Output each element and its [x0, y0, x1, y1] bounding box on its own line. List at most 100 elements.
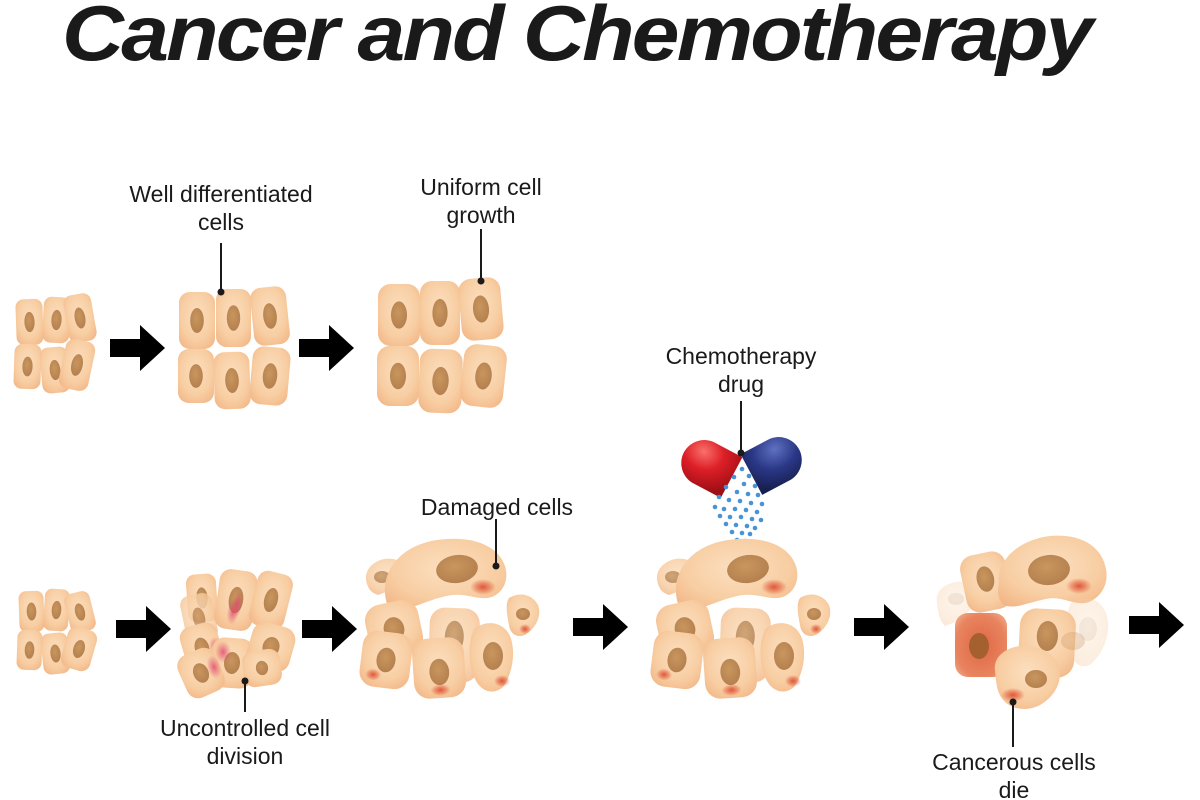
- cell-nucleus: [472, 295, 490, 323]
- label-pointer: [241, 677, 249, 712]
- cell-cluster-well-differentiated: [178, 286, 291, 410]
- cell: [13, 343, 42, 390]
- cell: [377, 346, 419, 406]
- damage-spot: [494, 675, 510, 687]
- cell-nucleus: [483, 642, 503, 670]
- cell: [249, 346, 291, 406]
- cell: [58, 339, 96, 391]
- damage-spot: [656, 668, 673, 681]
- cell-nucleus: [50, 644, 61, 663]
- cell: [760, 623, 805, 692]
- cell-nucleus: [255, 660, 269, 676]
- cell: [703, 637, 757, 699]
- cell-nucleus: [665, 571, 681, 583]
- cell-nucleus: [263, 303, 277, 329]
- arrow-right-icon: [573, 604, 628, 650]
- cell: [675, 538, 798, 611]
- cell: [16, 629, 43, 671]
- cell-nucleus: [72, 640, 86, 658]
- damage-spot: [785, 675, 801, 687]
- cell-nucleus: [74, 603, 86, 621]
- cell-cluster-damaged: [359, 538, 540, 699]
- cell: [42, 296, 71, 344]
- cell: [650, 630, 704, 690]
- label-uncontrolled-cell-division: Uncontrolled cell division: [159, 715, 331, 770]
- label-cancerous-cells-die: Cancerous cells die: [932, 749, 1096, 800]
- cell-nucleus: [807, 608, 821, 620]
- cell: [178, 349, 214, 403]
- cell-nucleus: [24, 311, 35, 333]
- damage-spot: [519, 624, 531, 634]
- cell-nucleus: [390, 362, 406, 390]
- cell-nucleus: [51, 600, 62, 620]
- cell: [378, 284, 420, 346]
- cell-nucleus: [516, 608, 530, 620]
- cell-nucleus: [225, 368, 239, 393]
- cell-nucleus: [432, 298, 448, 328]
- normal-cells-row: [13, 229, 507, 414]
- cell-nucleus: [49, 359, 61, 381]
- cell-nucleus: [192, 663, 210, 683]
- damage-spot: [470, 579, 496, 595]
- capsule-half-red: [681, 440, 743, 498]
- cell-nucleus: [51, 309, 62, 331]
- cell-nucleus: [1079, 617, 1097, 641]
- cell-nucleus: [1036, 621, 1058, 651]
- cell: [242, 648, 282, 688]
- cell-nucleus: [226, 305, 241, 331]
- arrow-right-icon: [854, 604, 909, 650]
- damage-spot: [215, 641, 231, 663]
- arrow-right-icon: [1129, 602, 1184, 648]
- damage-spot: [1001, 688, 1025, 702]
- damage-spot: [430, 683, 451, 696]
- cell-nucleus: [189, 364, 203, 388]
- cell-cluster-normal-small: [13, 293, 97, 394]
- cell: [64, 591, 96, 633]
- cell-nucleus-ghost: [1061, 632, 1085, 650]
- page-title: Cancer and Chemotherapy: [62, 0, 1093, 77]
- cell-nucleus: [26, 602, 37, 621]
- label-damaged-cells: Damaged cells: [420, 494, 574, 520]
- cell-nucleus: [727, 554, 769, 584]
- cell: [797, 594, 831, 636]
- cell: [250, 286, 290, 346]
- cell-cluster-uncontrolled-division: [177, 569, 296, 699]
- label-uniform-cell-growth: Uniform cell growth: [420, 174, 542, 229]
- label-pointer: [492, 519, 500, 570]
- cell: [420, 281, 460, 345]
- label-well-differentiated-cells: Well differentiated cells: [129, 181, 313, 236]
- damage-spot: [810, 624, 822, 634]
- cell: [60, 626, 98, 672]
- label-pointer: [217, 243, 225, 296]
- cell: [458, 277, 504, 341]
- cell-nucleus: [22, 356, 33, 377]
- cell-nucleus: [1028, 554, 1070, 586]
- cell: [469, 623, 514, 692]
- cell: [249, 570, 293, 630]
- cell-nucleus: [774, 642, 794, 670]
- arrow-right-icon: [110, 325, 165, 371]
- cell-nucleus: [720, 658, 741, 686]
- arrow-right-icon: [302, 606, 357, 652]
- cell-nucleus: [1025, 670, 1047, 688]
- cell-nucleus: [263, 587, 279, 613]
- cell: [213, 351, 251, 410]
- label-chemotherapy-drug: Chemotherapy drug: [665, 343, 817, 398]
- cell: [998, 535, 1107, 607]
- damage-spot: [761, 579, 787, 595]
- cell: [506, 594, 540, 636]
- cell-nucleus: [24, 641, 35, 659]
- cell-nucleus: [70, 354, 84, 376]
- cell: [418, 348, 463, 414]
- cell-nucleus: [262, 363, 278, 389]
- cell-nucleus: [432, 366, 449, 396]
- damage-spot: [226, 599, 240, 625]
- label-pointer: [1009, 698, 1017, 747]
- cell: [216, 289, 251, 347]
- arrow-right-icon: [299, 325, 354, 371]
- cancer-treatment-row: [16, 401, 1184, 747]
- cell-nucleus: [374, 571, 390, 583]
- cell: [994, 645, 1060, 709]
